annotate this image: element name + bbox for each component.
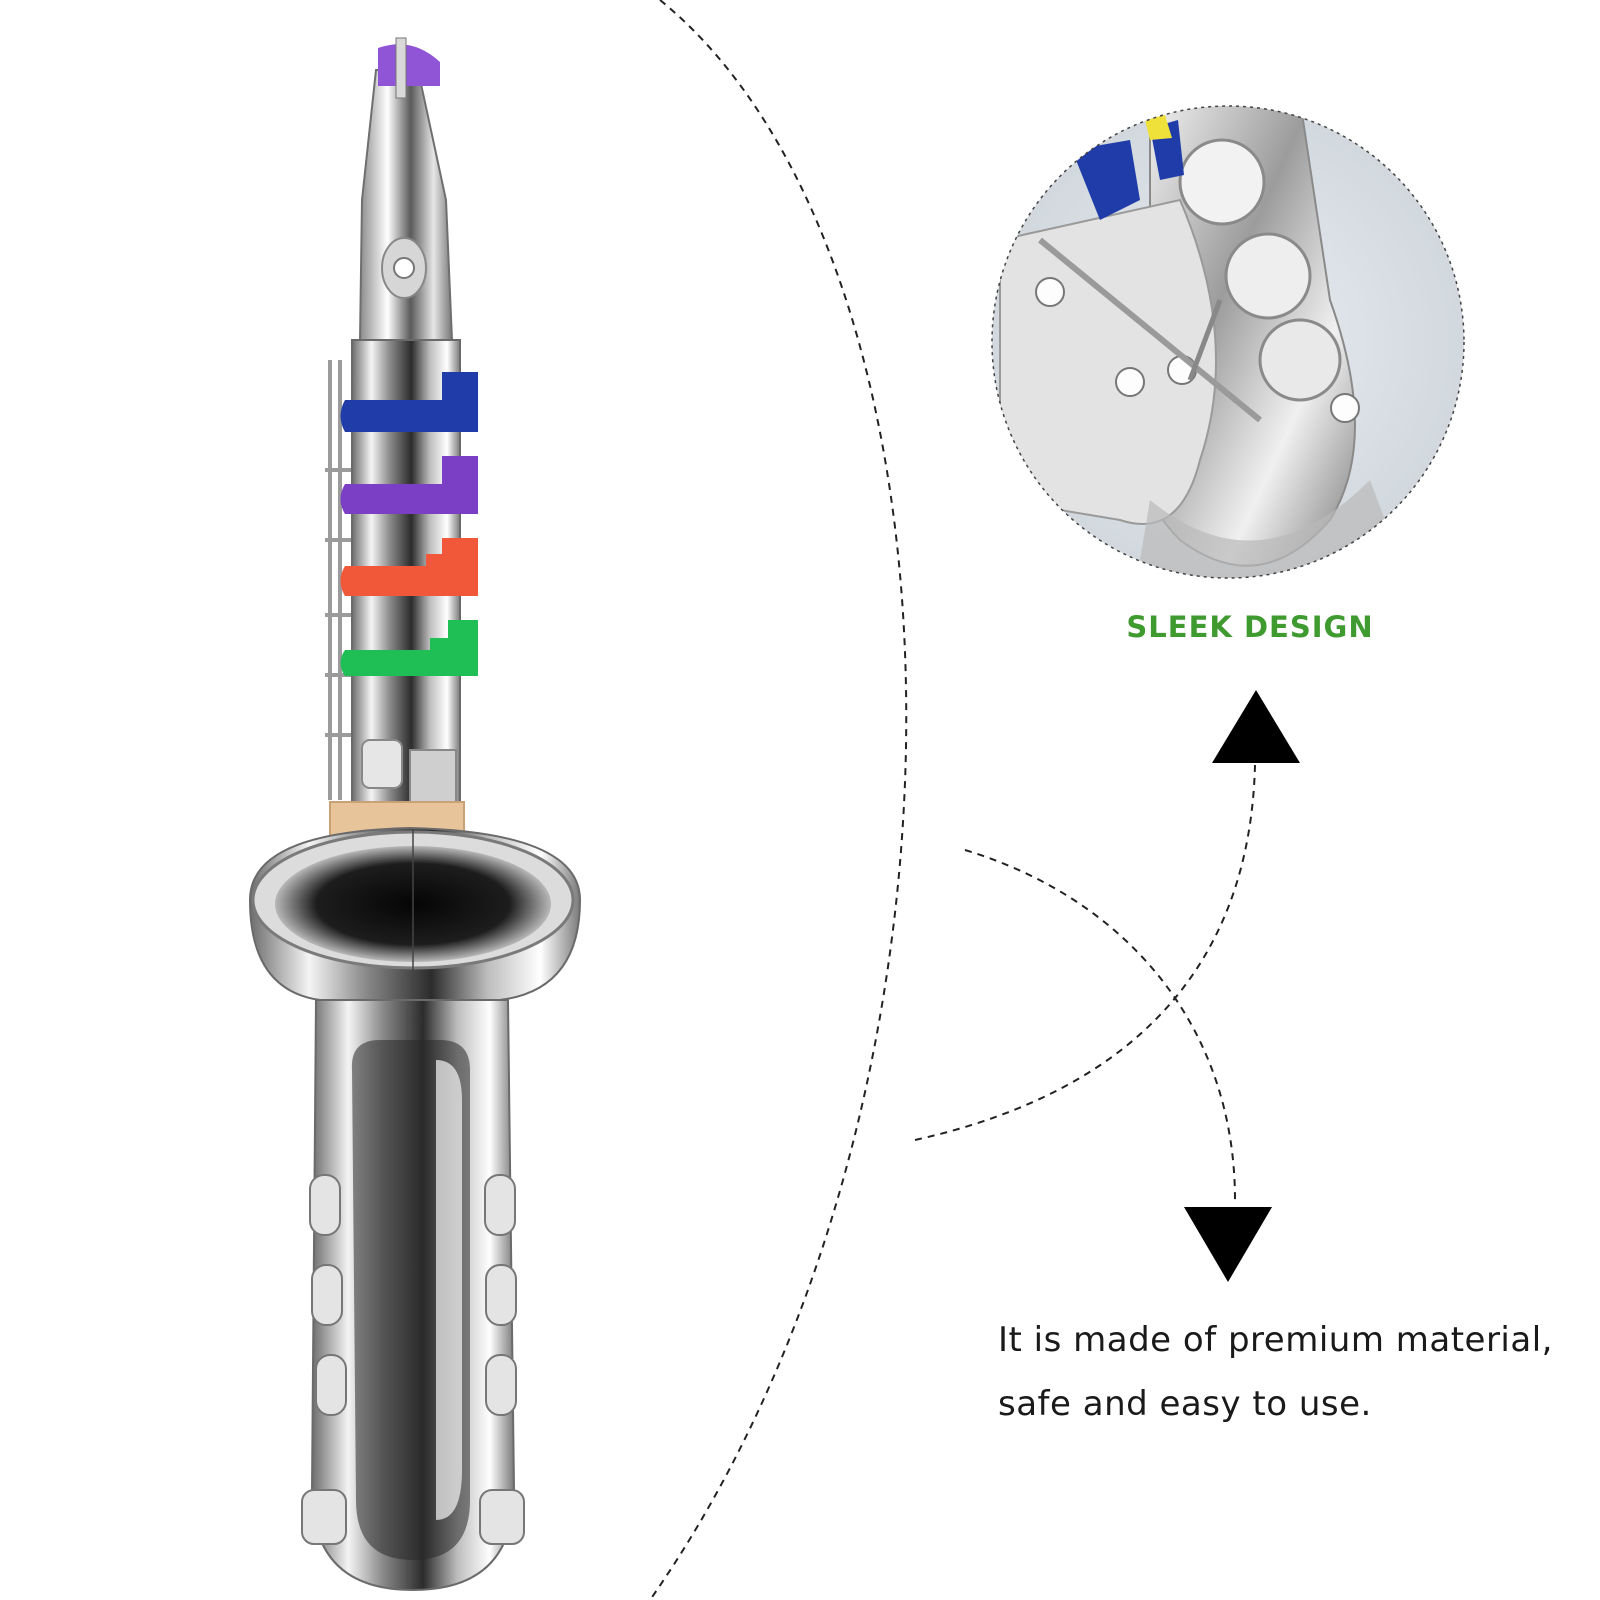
- feature-title: SLEEK DESIGN: [1126, 610, 1374, 644]
- curve-to-down-arrow: [964, 849, 1236, 1201]
- triangle-up-icon: [1212, 690, 1300, 763]
- description-line-1: It is made of premium material,: [998, 1320, 1553, 1360]
- zoom-detail-circle: [991, 105, 1465, 579]
- mouthpiece-tip: [378, 44, 440, 86]
- description-line-2: safe and easy to use.: [998, 1384, 1372, 1424]
- purple-key: [340, 456, 478, 514]
- colored-keys: [340, 372, 478, 676]
- large-dashed-arc: [649, 0, 908, 1600]
- curve-to-up-arrow: [914, 764, 1256, 1141]
- feature-description: It is made of premium material, safe and…: [998, 1308, 1578, 1436]
- blue-key: [340, 372, 478, 432]
- green-key: [340, 620, 478, 676]
- orange-key: [340, 538, 478, 596]
- dashed-guide-lines: [649, 0, 1256, 1600]
- saxophone-image: [248, 37, 582, 1592]
- triangle-down-icon: [1184, 1207, 1272, 1282]
